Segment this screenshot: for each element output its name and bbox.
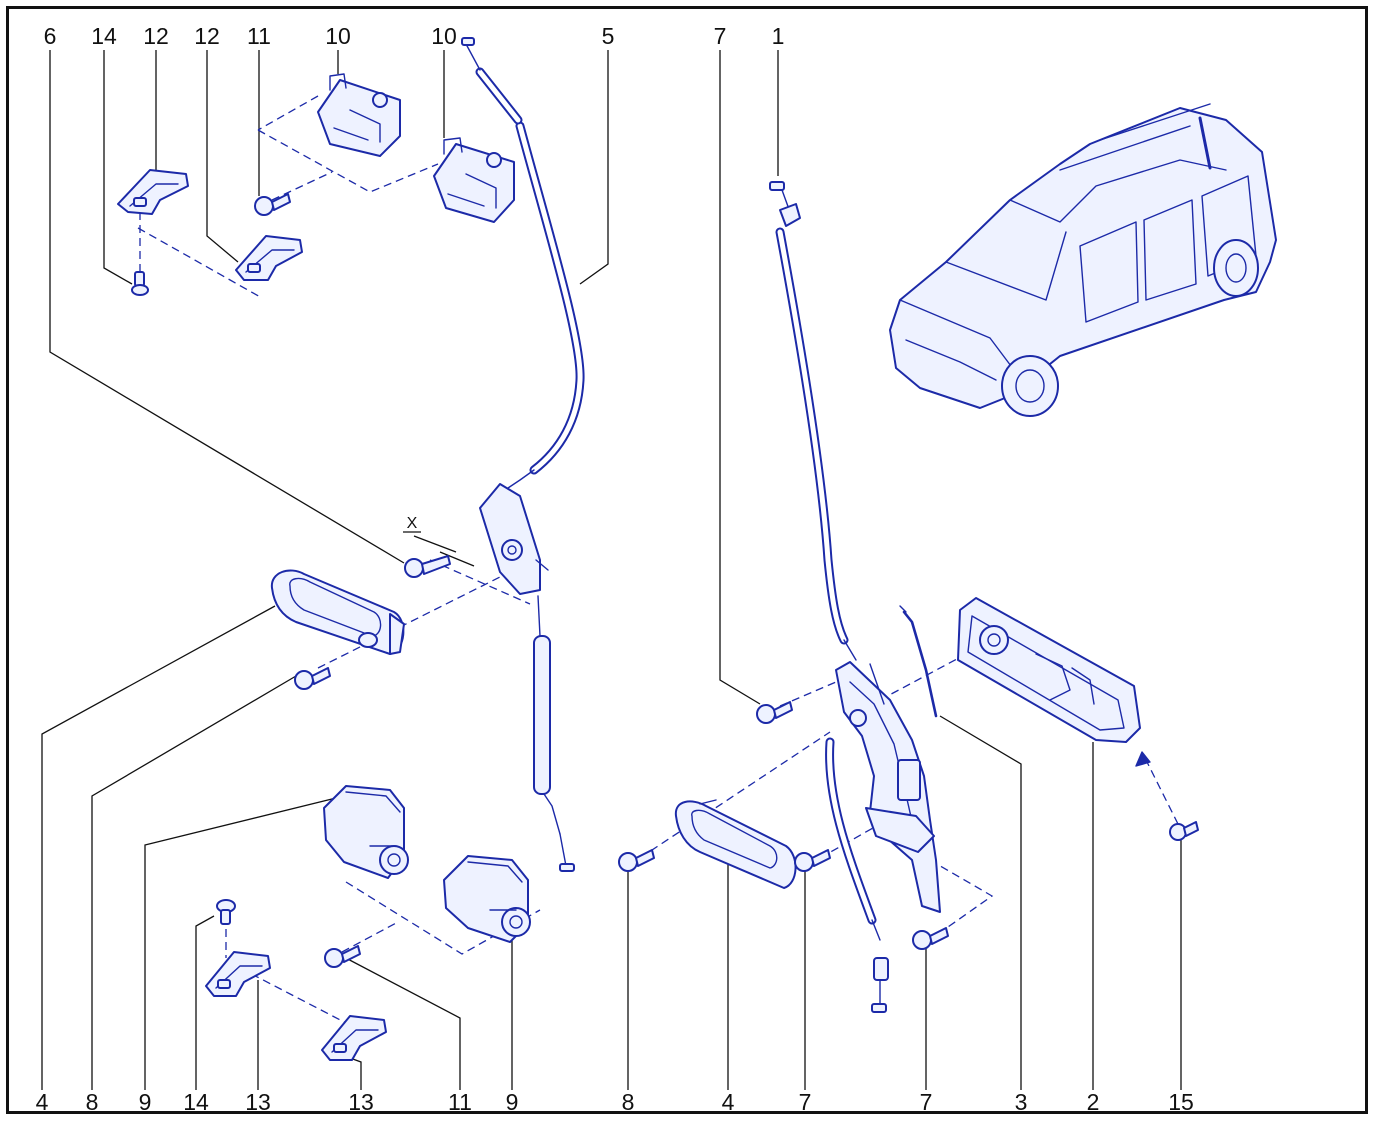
assembly-dashed-lines <box>137 95 1179 1025</box>
arrow-head-15 <box>1135 751 1151 767</box>
pin-14-top <box>131 271 149 296</box>
leader-13-b <box>349 1057 362 1090</box>
callout-6-top: 6 <box>44 23 57 49</box>
screw-7-mid <box>794 849 831 872</box>
x-marker-label: X <box>407 515 418 532</box>
callout-8-bottom-b: 8 <box>622 1089 635 1115</box>
dash-bracket-left <box>429 559 531 605</box>
dash-handle-left <box>317 561 531 669</box>
screw-6 <box>404 555 451 578</box>
callout-13-bottom-b: 13 <box>348 1089 374 1115</box>
leader-3 <box>939 715 1022 1090</box>
screw-8-right <box>618 849 655 872</box>
leader-lines <box>41 50 1182 1090</box>
callout-7-bottom-b: 7 <box>920 1089 933 1115</box>
handle-right-4 <box>674 799 797 889</box>
callout-10-top-a: 10 <box>325 23 351 49</box>
leader-8-a <box>91 675 297 1090</box>
rod-right-lower <box>825 737 889 1013</box>
callout-13-bottom-a: 13 <box>245 1089 271 1115</box>
dash-screw-right-mid <box>819 823 881 859</box>
rod-left-lower <box>533 635 575 872</box>
callout-4-bottom-b: 4 <box>722 1089 735 1115</box>
mechanism-right <box>835 661 941 913</box>
dash-latch-top <box>257 129 439 193</box>
bottom-callouts: 4 8 9 14 13 13 11 9 8 4 7 7 3 2 15 <box>36 1089 1194 1115</box>
latch-10-a <box>317 73 401 157</box>
dash-latch-screw <box>271 171 333 201</box>
latch-9-a <box>323 785 409 879</box>
dash-latch-bottom-screw <box>341 921 399 953</box>
leader-9-a <box>144 797 337 1090</box>
callout-7-top: 7 <box>714 23 727 49</box>
callout-11-bottom: 11 <box>448 1089 472 1115</box>
callout-9-bottom-a: 9 <box>139 1089 152 1115</box>
left-bracket <box>479 483 549 637</box>
housing-2 <box>957 597 1141 743</box>
screw-8-left <box>294 667 331 690</box>
leader-4-a <box>41 605 276 1090</box>
callout-12-top-a: 12 <box>143 23 169 49</box>
cable-1 <box>769 181 857 661</box>
cable-5 <box>461 37 585 489</box>
handle-left-4 <box>270 569 405 655</box>
leader-14-top <box>103 50 133 285</box>
leader-14-bottom <box>195 915 215 1090</box>
clip-12-b <box>235 235 303 281</box>
dash-screw-right-low <box>929 859 994 935</box>
callout-1-top: 1 <box>772 23 785 49</box>
callout-5-top: 5 <box>602 23 615 49</box>
vehicle-illustration <box>889 103 1277 417</box>
dash-clip-top <box>137 227 263 299</box>
leader-11-bottom <box>341 955 461 1090</box>
callout-4-bottom-a: 4 <box>36 1089 49 1115</box>
clip-13-b <box>321 1015 387 1061</box>
clip-13-a <box>205 951 271 997</box>
dash-screw-right-top <box>779 681 837 707</box>
dash-handle-right <box>639 731 831 859</box>
callout-7-bottom-a: 7 <box>799 1089 812 1115</box>
pin-14-bottom <box>216 899 236 925</box>
dash-screw-15 <box>1141 751 1179 825</box>
x-marker: X <box>403 515 475 567</box>
callout-10-top-b: 10 <box>431 23 457 49</box>
latch-9-b <box>443 855 531 943</box>
callout-15-bottom: 15 <box>1168 1089 1194 1115</box>
x-marker-arrow-2 <box>439 551 475 567</box>
leader-7-top <box>719 50 761 705</box>
screw-7-top <box>756 701 793 724</box>
x-marker-arrow-1 <box>413 535 457 553</box>
screw-11-bottom <box>324 945 361 968</box>
dash-latch-top-b <box>257 95 319 131</box>
rod-3 <box>899 605 938 718</box>
callout-12-top-b: 12 <box>194 23 220 49</box>
callout-14-top: 14 <box>91 23 117 49</box>
screw-11-top <box>254 193 291 216</box>
callout-8-bottom-a: 8 <box>86 1089 99 1115</box>
screw-7-low <box>912 927 949 950</box>
callout-9-bottom-b: 9 <box>506 1089 519 1115</box>
callout-3-bottom: 3 <box>1015 1089 1028 1115</box>
top-callouts: 6 14 12 12 11 10 10 5 7 1 <box>44 23 785 49</box>
dash-clip-bottom <box>239 967 349 1025</box>
latch-10-b <box>433 137 515 223</box>
leader-5 <box>579 50 609 285</box>
leader-12-b <box>206 50 239 263</box>
dash-mechanism-to-housing <box>879 651 971 701</box>
callout-14-bottom: 14 <box>183 1089 209 1115</box>
callout-2-bottom: 2 <box>1087 1089 1100 1115</box>
leader-6 <box>49 50 405 564</box>
screw-15 <box>1169 821 1199 841</box>
clip-12-a <box>117 169 189 215</box>
callout-11-top: 11 <box>247 23 271 49</box>
